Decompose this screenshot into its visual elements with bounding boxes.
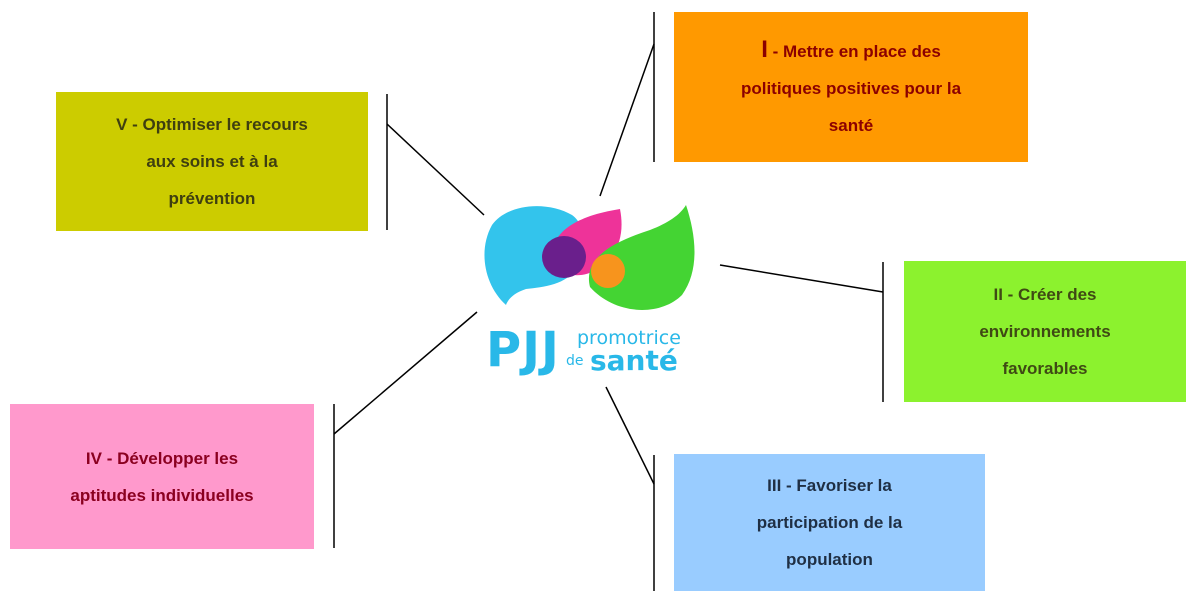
logo-pjj-letters: PJJ bbox=[486, 322, 560, 378]
axis-box-4: IV - Développer les aptitudes individuel… bbox=[10, 404, 314, 549]
axis-box-1: I - Mettre en place des politiques posit… bbox=[674, 12, 1028, 162]
connector-line-5 bbox=[386, 123, 485, 216]
logo-word-promotrice: promotrice bbox=[577, 327, 681, 349]
logo-purple-overlap bbox=[542, 236, 586, 278]
axis-box-3: III - Favoriser la participation de la p… bbox=[674, 454, 985, 591]
axis-box-5: V - Optimiser le recours aux soins et à … bbox=[56, 92, 368, 231]
axis-box-4-label: IV - Développer les aptitudes individuel… bbox=[70, 448, 254, 505]
connector-line-1 bbox=[599, 43, 655, 197]
connector-line-4 bbox=[333, 311, 478, 435]
connector-line-3 bbox=[605, 386, 655, 485]
connector-line-2 bbox=[719, 264, 884, 293]
axis-box-3-label: III - Favoriser la participation de la p… bbox=[756, 476, 903, 569]
axis-box-2: II - Créer des environnements favorables bbox=[904, 261, 1186, 402]
pjj-logo-graphic bbox=[484, 205, 695, 310]
logo-orange-overlap bbox=[591, 254, 625, 288]
axis-box-1-numeral: I bbox=[761, 35, 768, 63]
logo-word-sante: santé bbox=[590, 344, 678, 377]
axis-box-1-text: - Mettre en place des politiques positiv… bbox=[740, 41, 962, 135]
axis-box-1-label: I - Mettre en place des politiques posit… bbox=[741, 31, 961, 144]
logo-blue-leaf bbox=[484, 206, 585, 305]
axis-box-5-label: V - Optimiser le recours aux soins et à … bbox=[116, 115, 308, 208]
axis-box-2-label: II - Créer des environnements favorables bbox=[979, 285, 1111, 378]
logo-word-de: de bbox=[566, 353, 584, 369]
